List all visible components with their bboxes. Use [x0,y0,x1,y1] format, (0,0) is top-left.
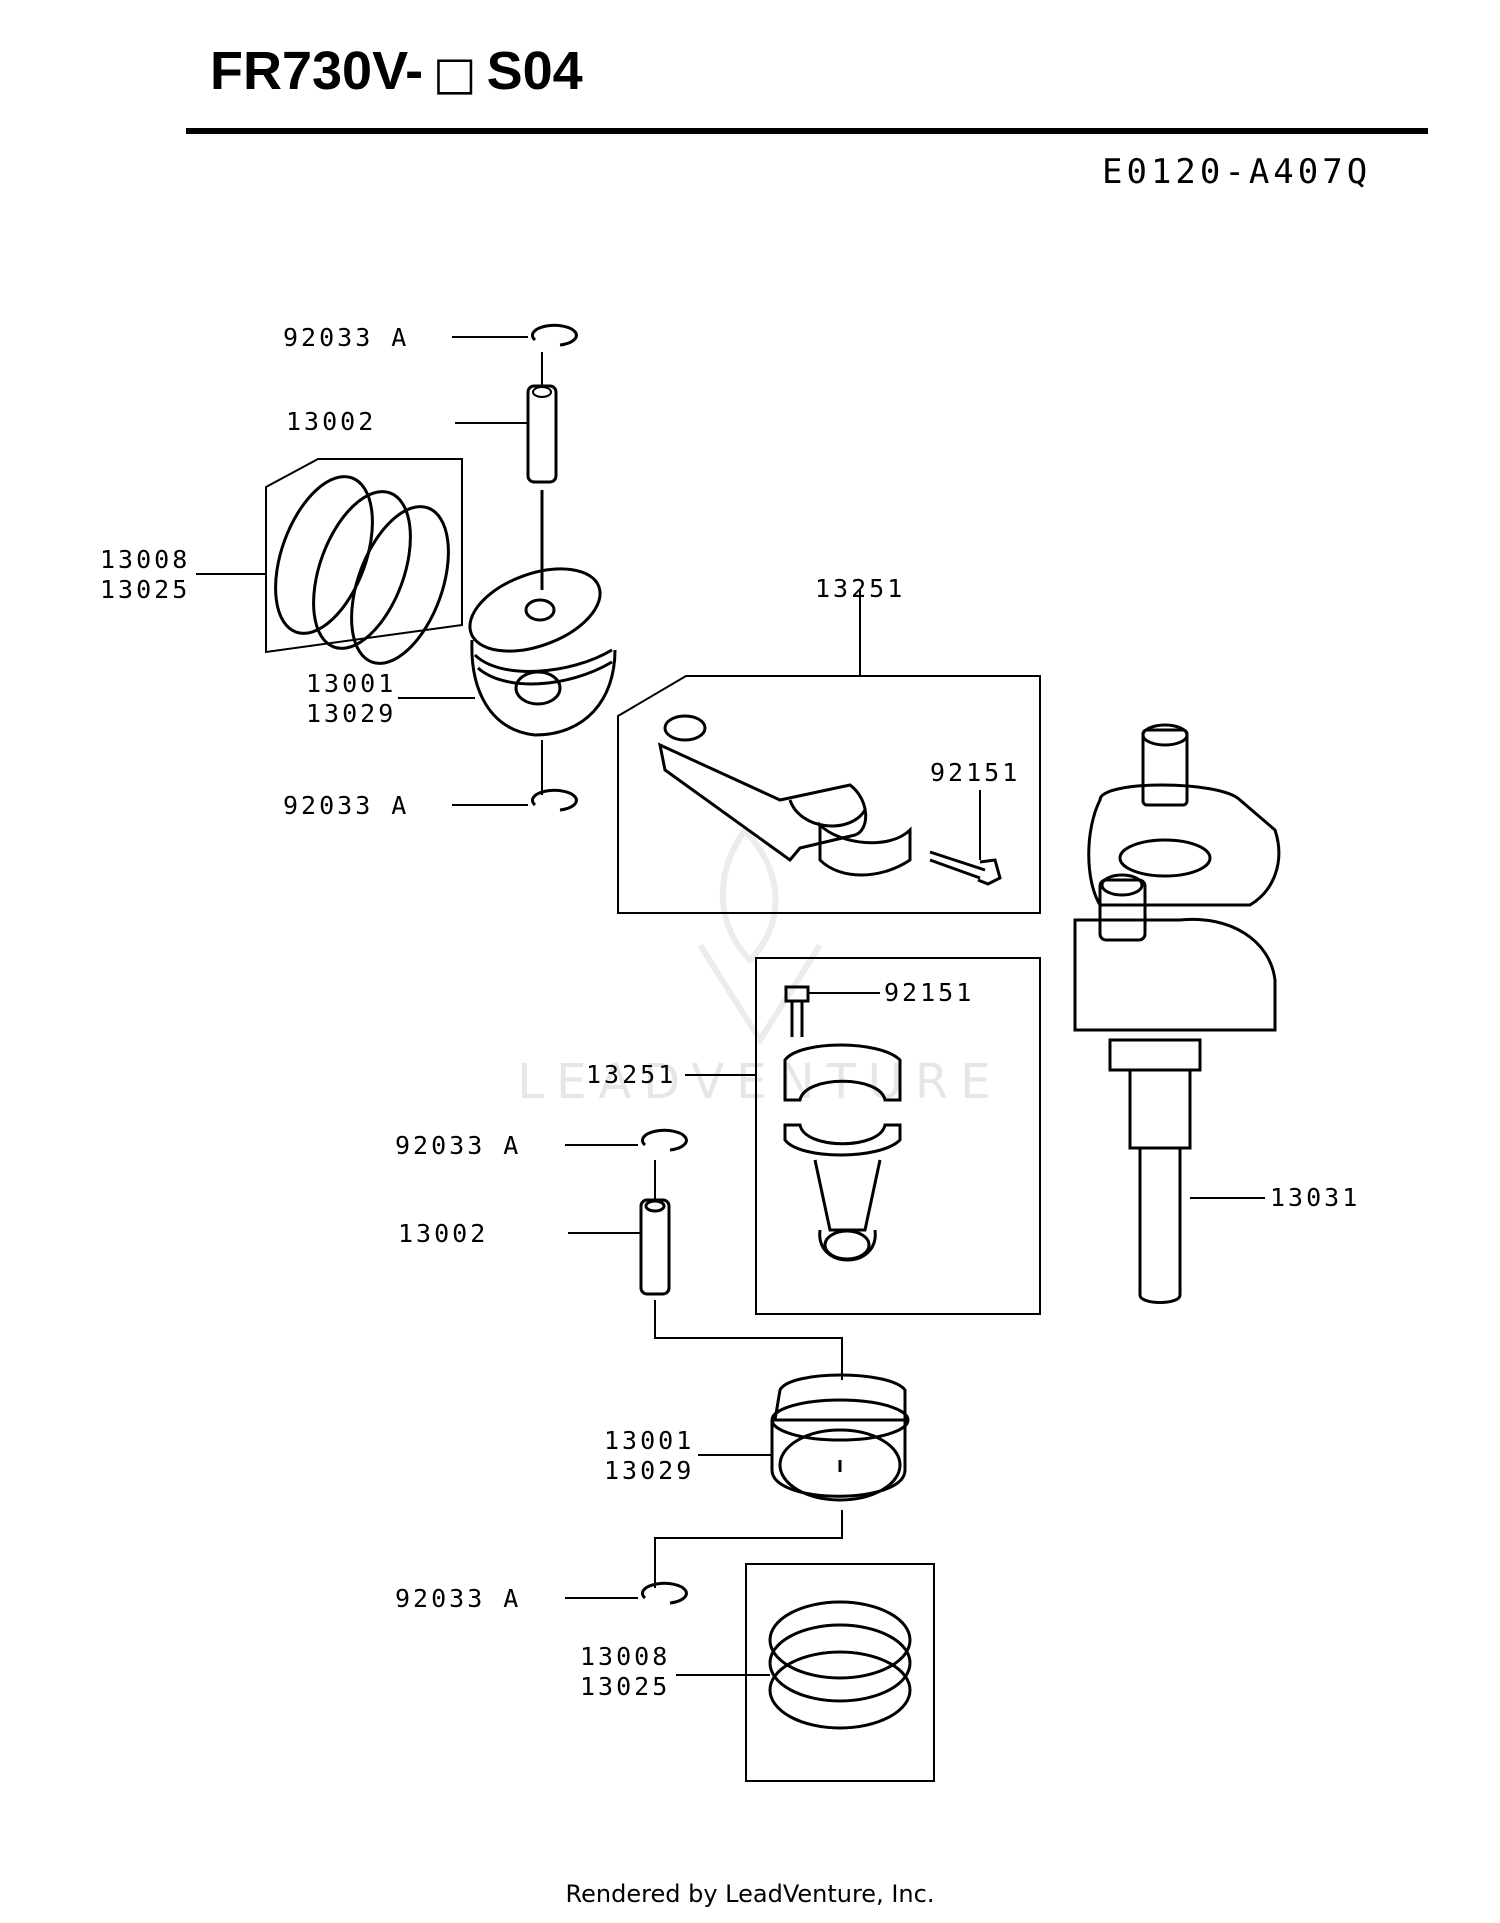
diagram-code: E0120-A407Q [1102,152,1372,192]
piston-bottom-icon [770,1373,910,1502]
footer-credit: Rendered by LeadVenture, Inc. [565,1880,935,1908]
label-pin-bottom: 13002 [398,1219,488,1248]
snap-ring-bottom-icon [640,1581,688,1605]
label-rod-top: 13251 [815,574,905,603]
label-rings-top-a: 13008 [100,545,190,574]
label-piston-bottom-a: 13001 [604,1426,694,1455]
label-bolt-bottom: 92151 [884,978,974,1007]
watermark-text: LEADVENTURE [517,1054,1002,1110]
leader-line [654,1510,843,1588]
label-crankshaft: 13031 [1270,1183,1360,1212]
label-piston-bottom-b: 13029 [604,1456,694,1485]
piston-rings-bottom-icon [768,1600,912,1730]
model-name: FR730V- [210,41,424,101]
label-snap-ring-bottom: 92033 A [395,1584,521,1613]
piston-pin-bottom-icon [639,1198,671,1296]
connecting-rod-top-icon [657,714,912,877]
label-rod-bottom: 13251 [586,1060,676,1089]
label-rings-bottom-a: 13008 [580,1642,670,1671]
title-divider [186,128,1428,134]
piston-pin-top-icon [526,384,558,484]
connecting-rod-bottom-icon [783,1043,902,1262]
rings-top-box [265,458,463,654]
piston-rings-top-icon [274,475,450,665]
snap-ring-top-icon [530,323,578,347]
page-title: FR730V-□S04 [210,40,583,102]
label-rings-top-b: 13025 [100,575,190,604]
label-piston-top-b: 13029 [306,699,396,728]
leader-line [654,1300,843,1380]
snap-ring-mid-top-icon [530,788,578,812]
label-snap-ring-mid-top: 92033 A [283,791,409,820]
rings-bottom-box [745,1563,935,1782]
snap-ring-mid-bottom-icon [640,1128,688,1152]
label-rings-bottom-b: 13025 [580,1672,670,1701]
label-pin-top: 13002 [286,407,376,436]
label-piston-top-a: 13001 [306,669,396,698]
rod-bolt-top-icon [929,850,1002,886]
model-suffix: S04 [486,41,583,101]
label-snap-ring-mid-bottom: 92033 A [395,1131,521,1160]
label-snap-ring-top: 92033 A [283,323,409,352]
label-bolt-top: 92151 [930,758,1020,787]
crankshaft-icon [1073,723,1281,1304]
rod-top-box [617,675,1041,914]
watermark-flame-icon [697,825,823,1046]
model-variant-box-icon: □ [433,46,477,100]
piston-top-icon [468,567,617,737]
rod-bottom-box [755,957,1041,1315]
